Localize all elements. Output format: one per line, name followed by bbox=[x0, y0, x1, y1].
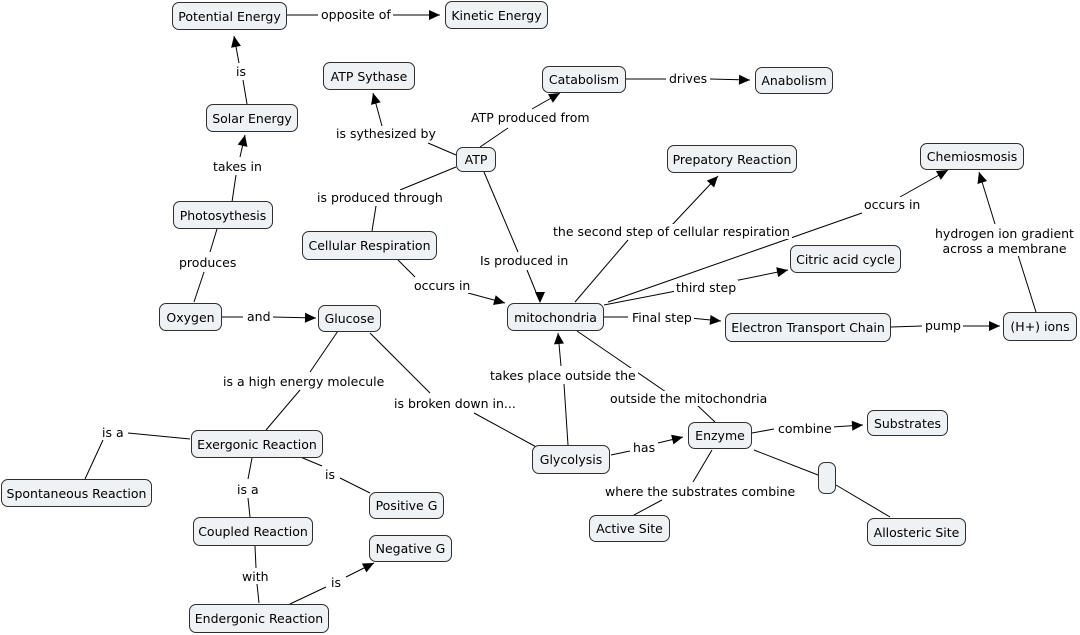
arrowhead bbox=[706, 176, 718, 188]
node-catabolism[interactable]: Catabolism bbox=[542, 66, 626, 93]
arrowhead bbox=[304, 312, 316, 323]
arrowhead bbox=[361, 563, 374, 573]
node-active-site[interactable]: Active Site bbox=[589, 515, 670, 542]
node-substrates[interactable]: Substrates bbox=[867, 410, 948, 436]
arrowhead bbox=[738, 74, 750, 85]
node-empty[interactable] bbox=[818, 462, 836, 494]
arrowhead bbox=[935, 170, 948, 180]
node-mitochondria[interactable]: mitochondria bbox=[507, 303, 604, 331]
arrowhead bbox=[547, 93, 560, 103]
link-is-broken-down: is broken down in... bbox=[392, 396, 518, 411]
link-atp-produced-from: ATP produced from bbox=[469, 110, 592, 125]
node-allosteric-site[interactable]: Allosteric Site bbox=[867, 518, 966, 546]
link-is-positive: is bbox=[323, 467, 337, 482]
link-high-energy: is a high energy molecule bbox=[221, 374, 387, 389]
node-electron-transport-chain[interactable]: Electron Transport Chain bbox=[725, 313, 891, 342]
arrowhead bbox=[237, 135, 248, 147]
node-oxygen[interactable]: Oxygen bbox=[159, 303, 222, 331]
node-h-ions[interactable]: (H+) ions bbox=[1003, 312, 1077, 341]
link-occurs-in-chemiosmosis: occurs in bbox=[862, 197, 923, 212]
arrowhead bbox=[776, 267, 788, 278]
node-prepatory-reaction[interactable]: Prepatory Reaction bbox=[667, 145, 797, 173]
arrowhead bbox=[371, 93, 381, 105]
node-positive-g[interactable]: Positive G bbox=[369, 492, 444, 519]
link-drives: drives bbox=[667, 71, 710, 86]
node-spontaneous-reaction[interactable]: Spontaneous Reaction bbox=[1, 479, 152, 507]
link-is-a-spontaneous: is a bbox=[100, 425, 126, 440]
arrowhead bbox=[554, 333, 564, 345]
link-has: has bbox=[631, 440, 658, 455]
link-hydrogen-gradient: hydrogen ion gradient across a membrane bbox=[933, 226, 1076, 256]
link-is-produced-in: Is produced in bbox=[478, 253, 571, 268]
link-outside-mitochondria: outside the mitochondria bbox=[608, 391, 770, 406]
node-exergonic-reaction[interactable]: Exergonic Reaction bbox=[191, 430, 323, 458]
node-coupled-reaction[interactable]: Coupled Reaction bbox=[193, 517, 313, 546]
node-atp[interactable]: ATP bbox=[456, 147, 496, 172]
arrowhead bbox=[709, 314, 721, 325]
node-photosynthesis[interactable]: Photosythesis bbox=[173, 201, 273, 229]
arrowhead bbox=[671, 434, 683, 445]
arrowhead bbox=[231, 36, 241, 48]
arrowhead bbox=[977, 172, 988, 184]
link-opposite-of: opposite of bbox=[319, 7, 393, 22]
link-second-step: the second step of cellular respiration bbox=[551, 224, 792, 239]
node-negative-g[interactable]: Negative G bbox=[369, 535, 452, 562]
link-is-solar: is bbox=[234, 64, 248, 79]
link-occurs-in-cr: occurs in bbox=[412, 278, 473, 293]
link-hydrogen-gradient-line1: hydrogen ion gradient bbox=[935, 226, 1074, 241]
link-is-produced-through: is produced through bbox=[315, 190, 445, 205]
link-is-sythesized-by: is sythesized by bbox=[334, 126, 438, 141]
link-with: with bbox=[240, 569, 271, 584]
node-kinetic-energy[interactable]: Kinetic Energy bbox=[445, 1, 548, 29]
node-solar-energy[interactable]: Solar Energy bbox=[206, 104, 298, 132]
arrowhead bbox=[493, 295, 505, 305]
node-glucose[interactable]: Glucose bbox=[318, 305, 381, 332]
node-atp-sythase[interactable]: ATP Sythase bbox=[323, 62, 415, 90]
link-and: and bbox=[245, 309, 273, 324]
link-where-substrates: where the substrates combine bbox=[603, 484, 798, 499]
node-enzyme[interactable]: Enzyme bbox=[688, 422, 752, 449]
node-anabolism[interactable]: Anabolism bbox=[755, 67, 833, 94]
arrowhead bbox=[535, 292, 545, 303]
arrowhead bbox=[851, 420, 863, 431]
node-endergonic-reaction[interactable]: Endergonic Reaction bbox=[189, 604, 329, 633]
link-pump: pump bbox=[923, 318, 963, 333]
node-citric-acid-cycle[interactable]: Citric acid cycle bbox=[790, 245, 901, 273]
node-potential-energy[interactable]: Potential Energy bbox=[172, 2, 287, 30]
link-produces: produces bbox=[177, 255, 239, 270]
node-glycolysis[interactable]: Glycolysis bbox=[532, 445, 610, 474]
link-takes-place-outside: takes place outside the bbox=[488, 368, 638, 383]
link-third-step: third step bbox=[674, 280, 739, 295]
link-final-step: Final step bbox=[630, 310, 694, 325]
node-chemiosmosis[interactable]: Chemiosmosis bbox=[920, 143, 1024, 170]
arrowhead bbox=[429, 10, 440, 20]
link-combine: combine bbox=[776, 421, 834, 436]
link-hydrogen-gradient-line2: across a membrane bbox=[942, 241, 1067, 256]
link-takes-in: takes in bbox=[211, 159, 264, 174]
link-is-a-coupled: is a bbox=[235, 482, 261, 497]
link-is-negative: is bbox=[329, 575, 343, 590]
node-cellular-respiration[interactable]: Cellular Respiration bbox=[302, 231, 437, 260]
arrowhead bbox=[989, 321, 1000, 331]
